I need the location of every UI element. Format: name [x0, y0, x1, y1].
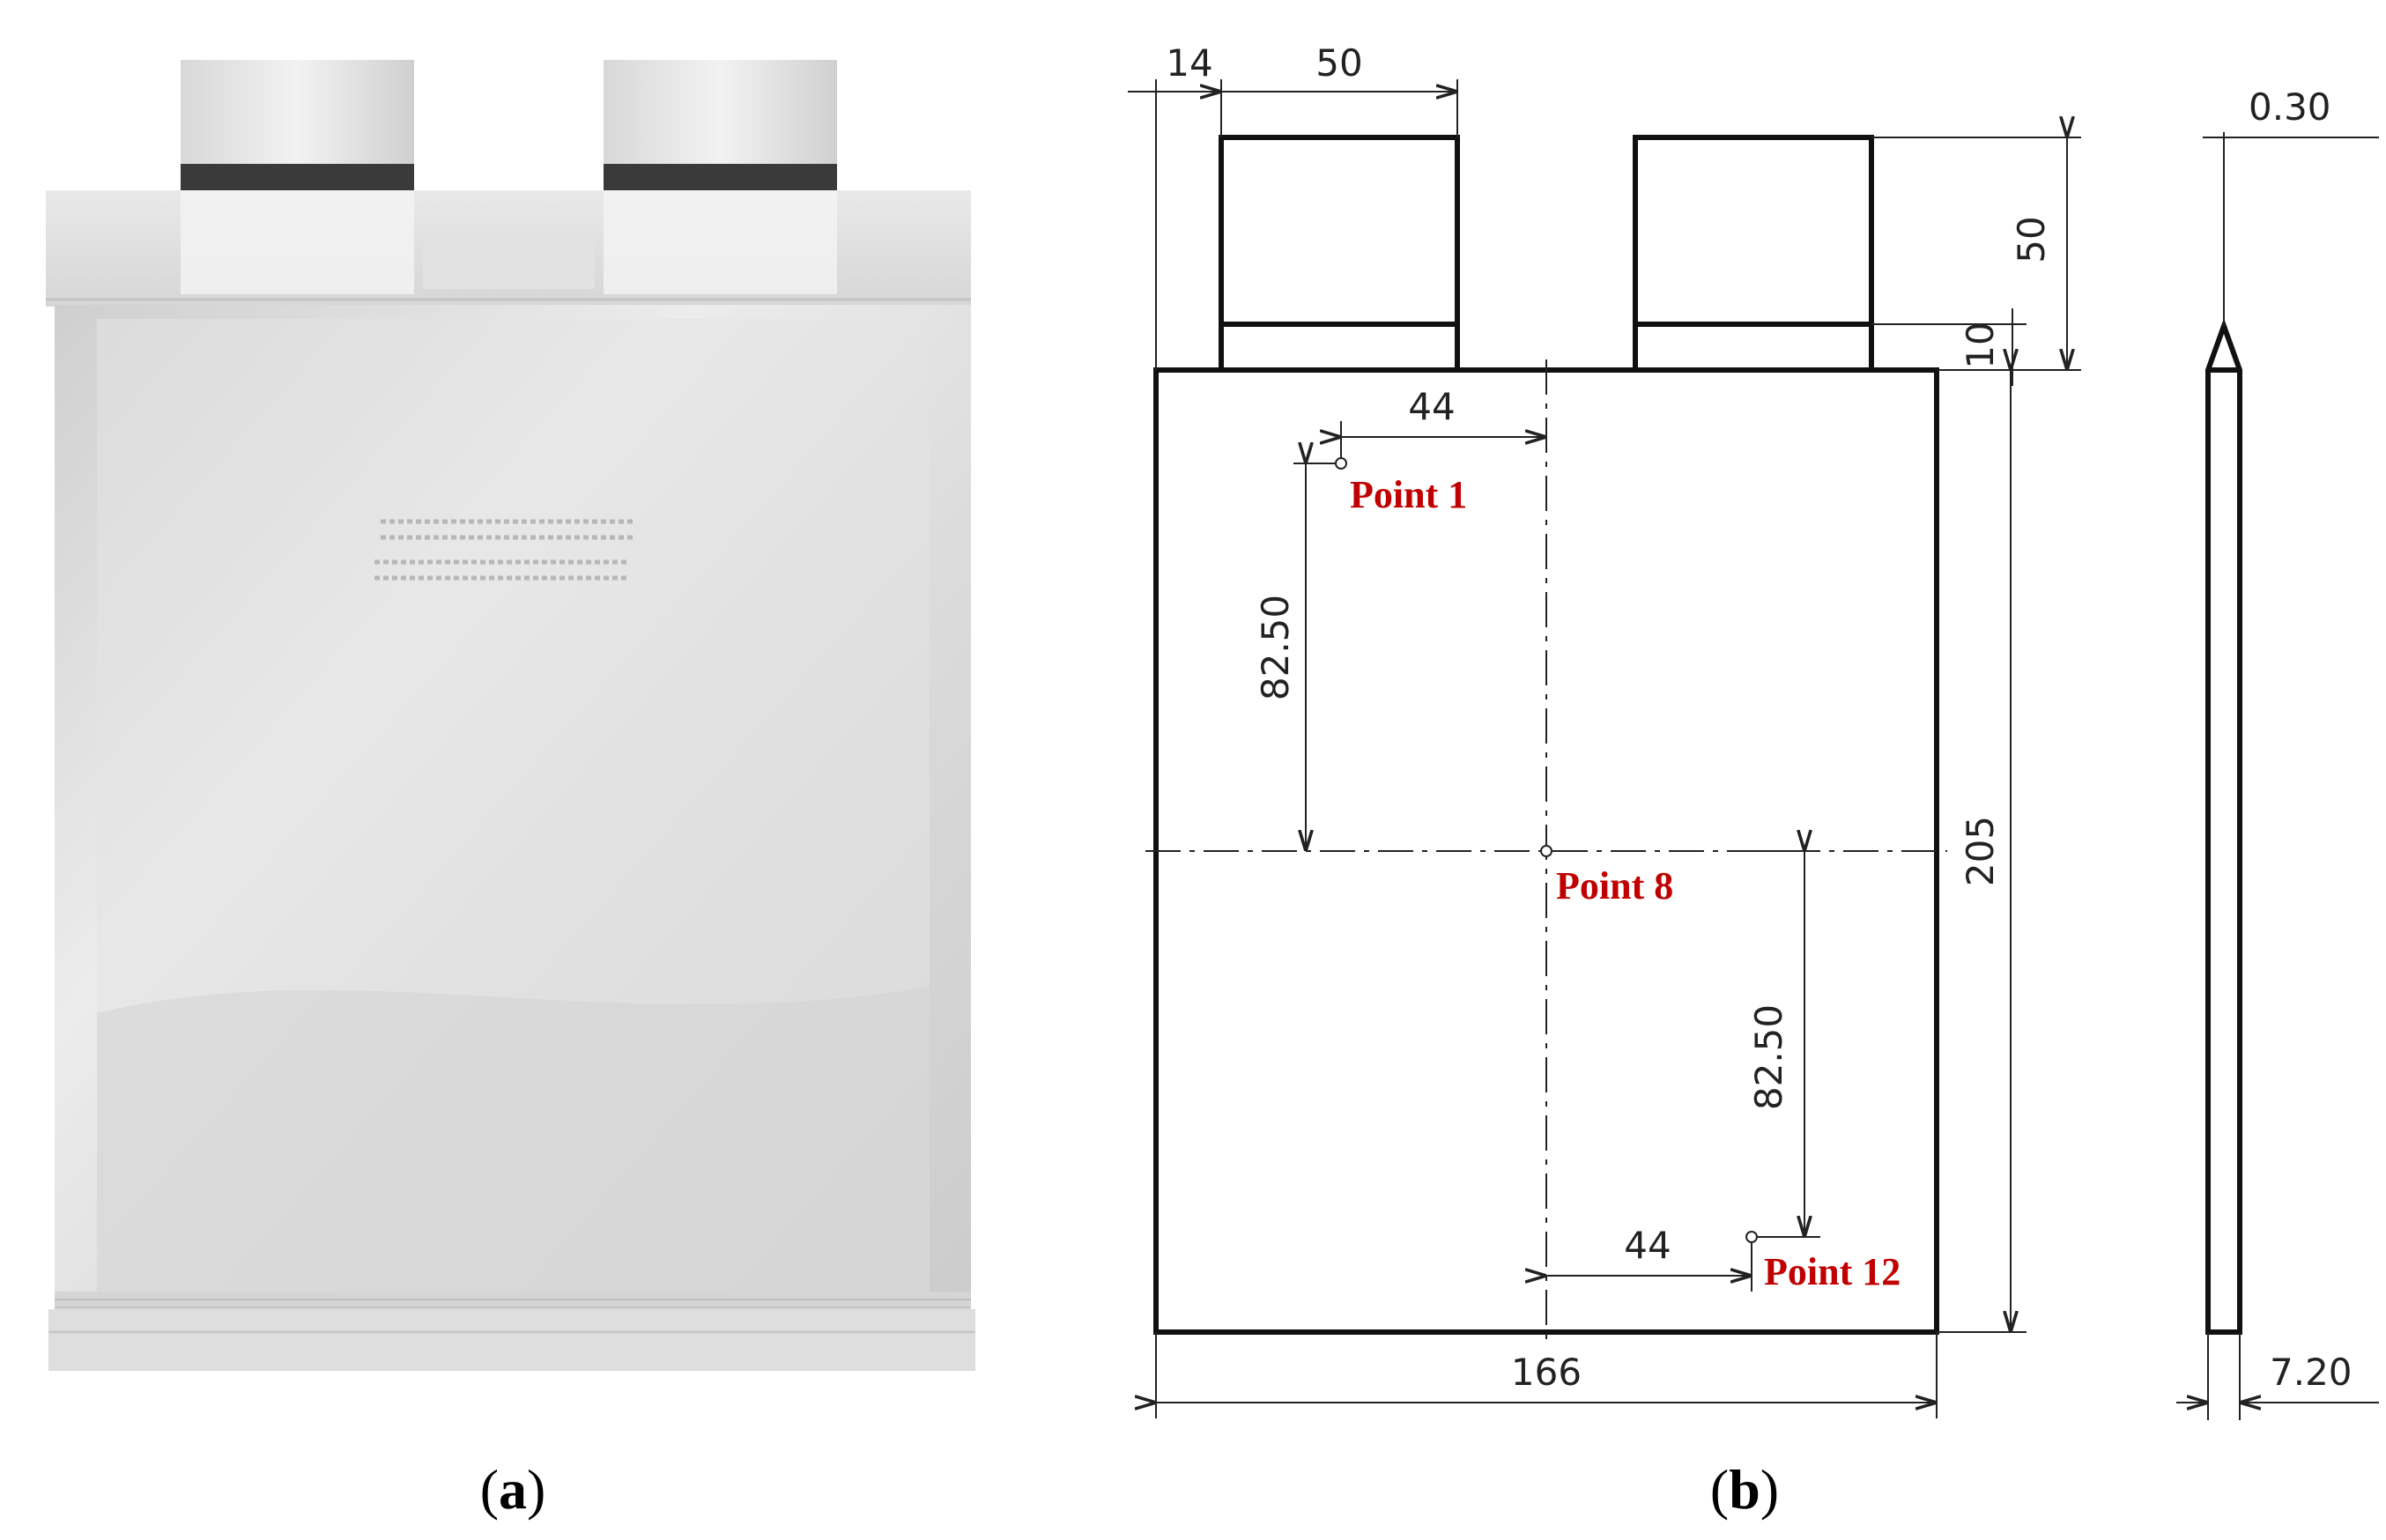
dim-cell-height: 205 [1959, 816, 2002, 886]
dim-tab-step: 10 [1959, 322, 2002, 368]
dim-foil: 0.30 [2249, 85, 2331, 129]
pouch-cell-photo [46, 60, 975, 1371]
caption-a: (a) [480, 1458, 546, 1521]
dim-cell-thickness: 7.20 [2270, 1351, 2353, 1394]
photo-tab-right-band [604, 164, 837, 192]
caption-b: (b) [1710, 1458, 1779, 1521]
point-1-label: Point 1 [1350, 473, 1467, 516]
dim-p12-horizontal: 44 [1624, 1224, 1671, 1267]
dim-cell-width: 166 [1511, 1351, 1582, 1394]
dim-p1-horizontal: 44 [1408, 385, 1455, 428]
technical-drawing: 14 50 50 10 205 166 44 82.50 Point 1 Poi… [1128, 41, 2379, 1420]
side-view: 0.30 7.20 [2176, 85, 2379, 1420]
point-1-marker [1335, 457, 1347, 470]
tab-right [1633, 135, 1874, 373]
point-12-marker [1745, 1231, 1758, 1243]
photo-printed-label [374, 519, 634, 581]
photo-tab-left-band [181, 164, 414, 192]
dim-tab-offset: 14 [1166, 41, 1212, 85]
point-12-label: Point 12 [1764, 1250, 1901, 1293]
dim-p1-vertical: 82.50 [1254, 595, 1297, 700]
dim-tab-height: 50 [2010, 216, 2053, 263]
point-8-label: Point 8 [1556, 864, 1673, 907]
dim-tab-width: 50 [1315, 41, 1362, 85]
point-8-marker [1540, 845, 1552, 857]
dim-p12-vertical: 82.50 [1747, 1004, 1790, 1110]
tab-left [1219, 135, 1460, 373]
